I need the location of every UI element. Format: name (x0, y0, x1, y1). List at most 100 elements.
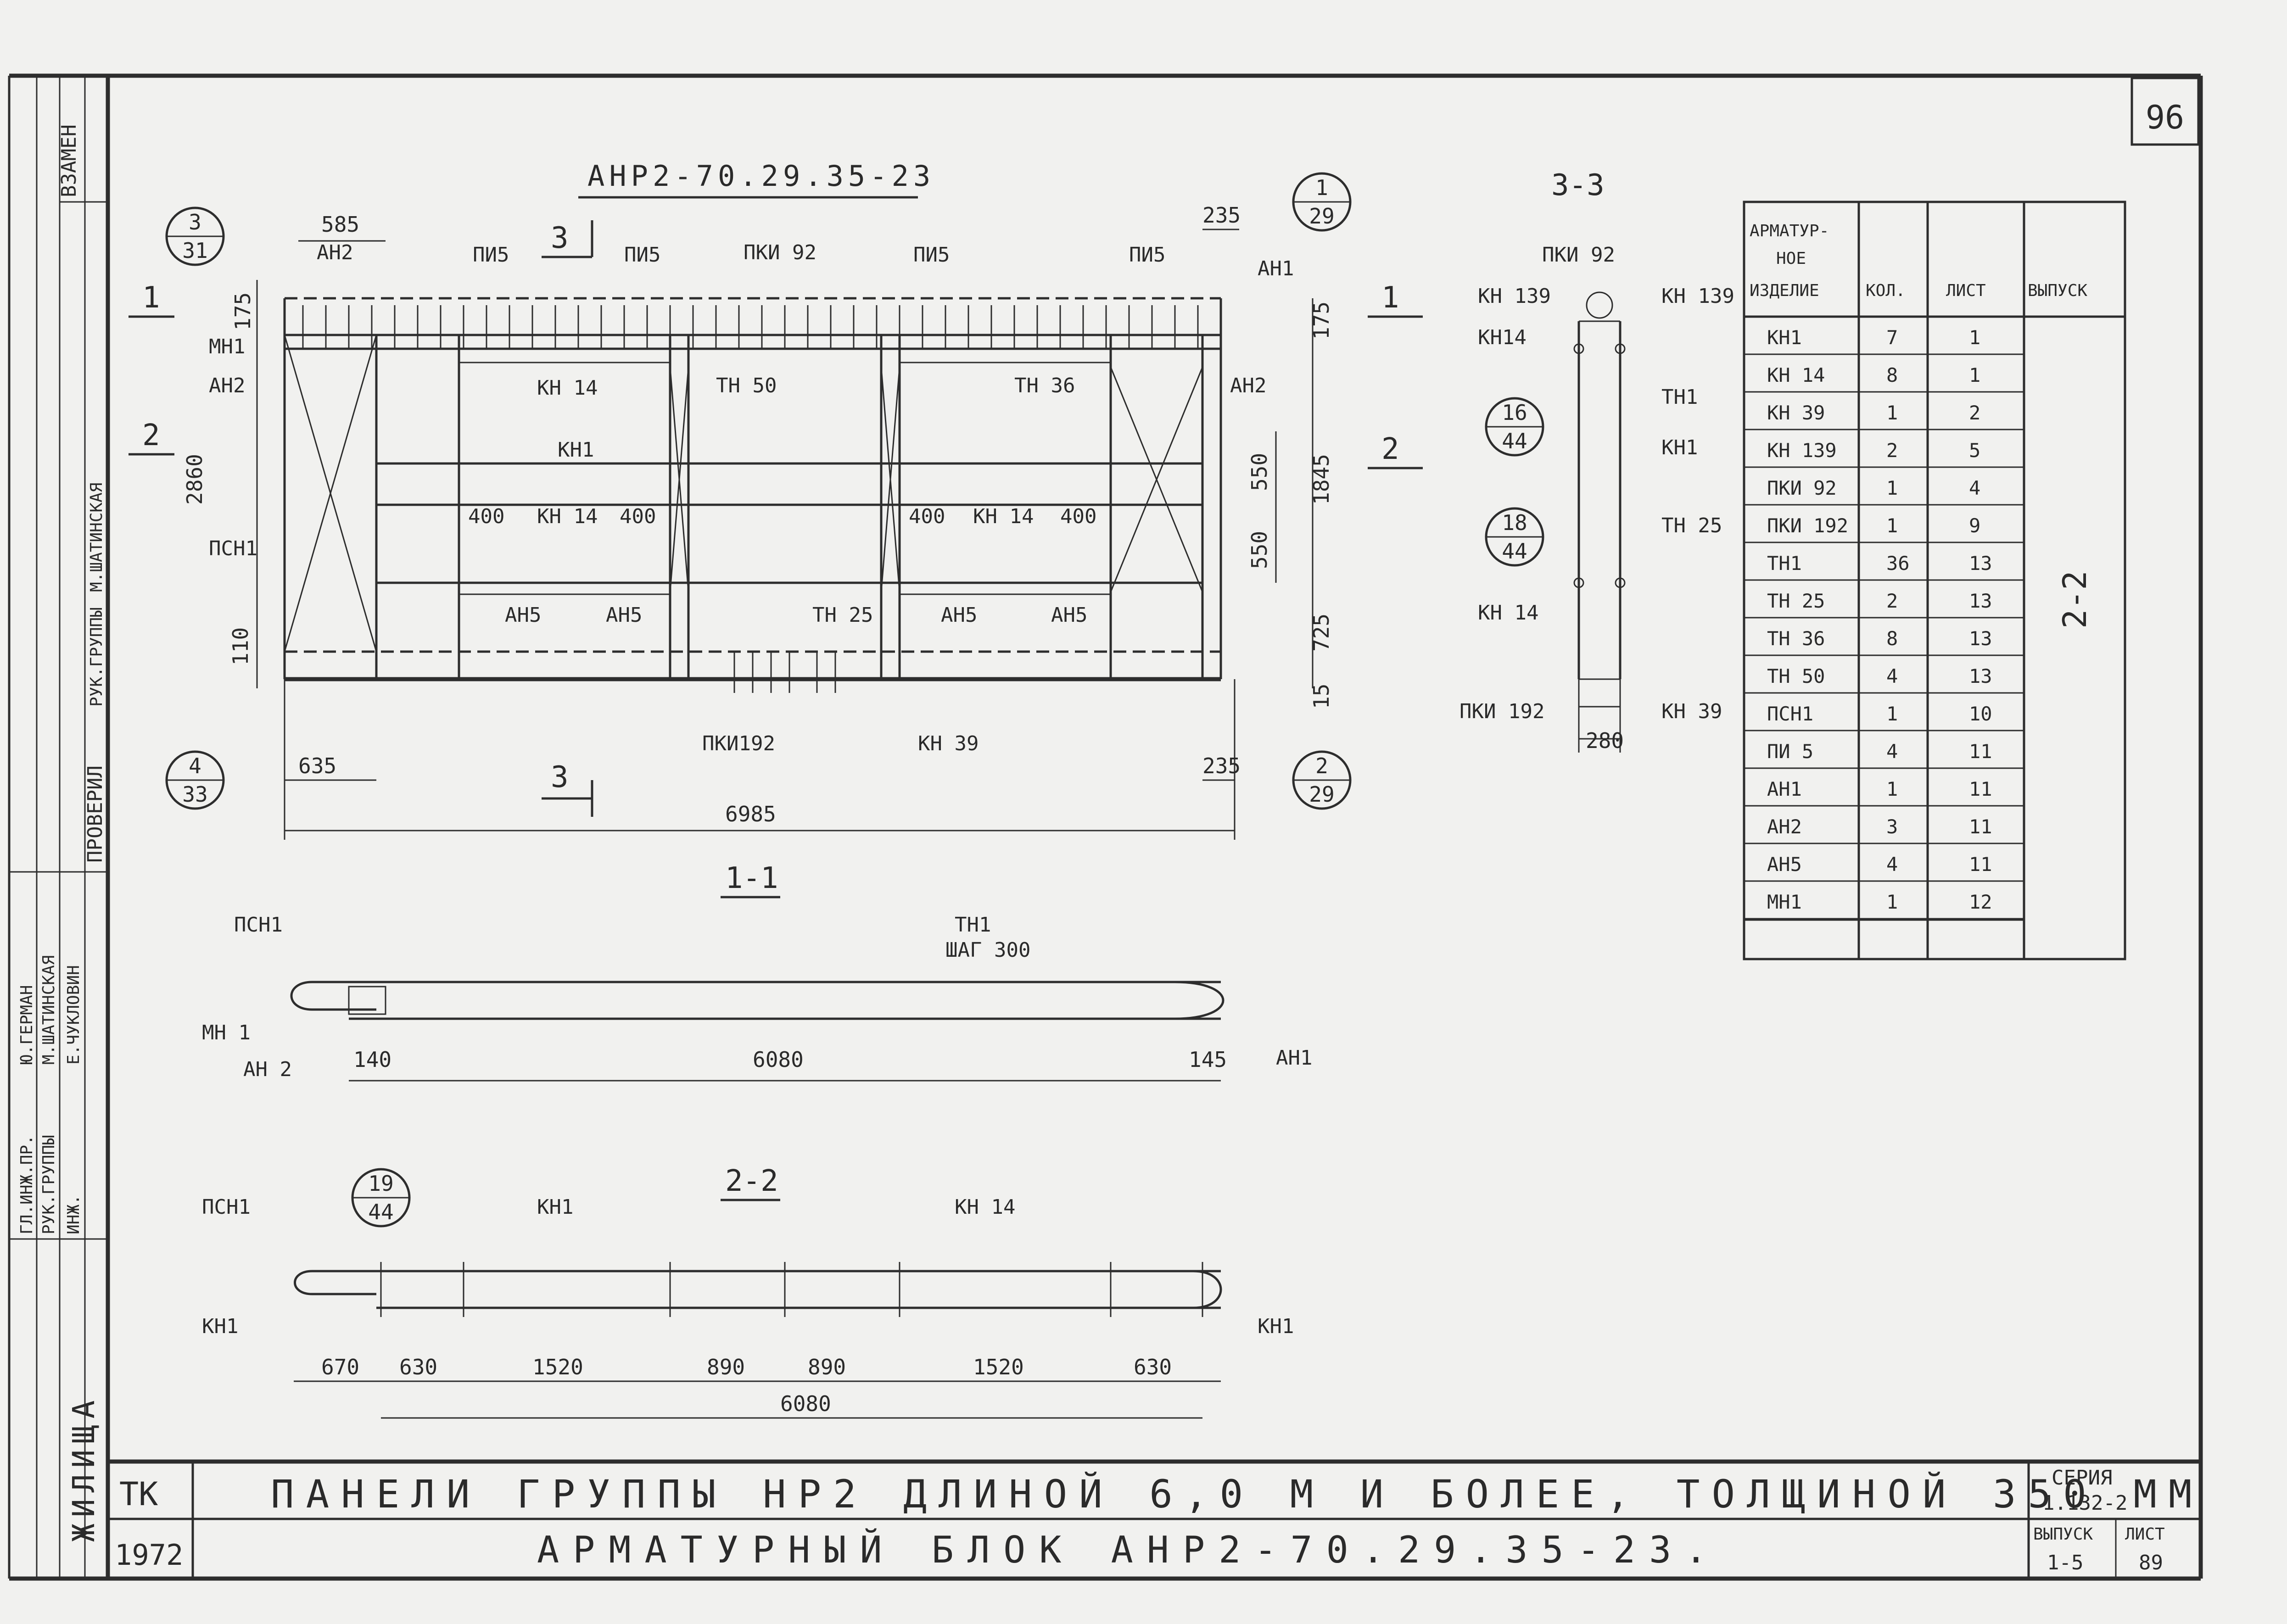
dim-635: 635 (298, 753, 336, 778)
label-psh1: ПСН1 (209, 537, 257, 560)
svg-text:44: 44 (1502, 429, 1527, 453)
dim-110: 110 (228, 627, 253, 665)
org-label: ТК (119, 1475, 158, 1513)
s33-label-kh14-bottom: КН 14 (1478, 601, 1538, 625)
s11-dim-145: 145 (1189, 1047, 1227, 1072)
dim-725: 725 (1309, 614, 1334, 652)
label-kh39: КН 39 (918, 732, 979, 755)
s22-label-psh1: ПСН1 (202, 1195, 251, 1219)
top-rungs (302, 305, 1199, 349)
title-line-1: ПАНЕЛИ ГРУППЫ НР2 ДЛИНОЙ 6,0 М И БОЛЕЕ, … (271, 1472, 2203, 1517)
callout-19-44: 19 44 (351, 1168, 411, 1228)
label-th25: ТН 25 (812, 603, 873, 627)
table-cell-qty: 4 (1886, 853, 1898, 876)
label-kh14-b: КН 14 (537, 505, 598, 528)
table-cell-qty: 7 (1886, 326, 1898, 349)
s33-label-pki192: ПКИ 192 (1459, 700, 1544, 723)
table-cell-qty: 3 (1886, 815, 1898, 838)
table-cell-item: КН 39 (1767, 402, 1825, 424)
label-pki192: ПКИ192 (702, 732, 775, 755)
section-2-2 (294, 1262, 1222, 1317)
dim-550-b: 550 (1247, 531, 1272, 569)
table-cell-sheet: 12 (1969, 891, 1992, 913)
th-item-1: АРМАТУР- (1750, 222, 1829, 240)
s33-label-pki92: ПКИ 92 (1542, 243, 1615, 267)
side-role-3: ИНЖ. (64, 1194, 83, 1234)
th-issue: ВЫПУСК (2028, 281, 2087, 300)
table-cell-qty: 8 (1886, 364, 1898, 386)
dim-585: 585 (321, 212, 359, 237)
dim-400-c: 400 (909, 505, 945, 528)
s33-label-th25: ТН 25 (1661, 514, 1722, 537)
table-cell-sheet: 1 (1969, 326, 1980, 349)
series-value: 1.132-2 (2042, 1491, 2127, 1515)
dim-2860: 2860 (182, 454, 207, 505)
label-kh1: КН1 (558, 438, 594, 462)
section-1-1-title: 1-1 (725, 861, 778, 895)
label-kh14-c: КН 14 (973, 505, 1034, 528)
table-cell-item: АН2 (1767, 815, 1802, 838)
table-cell-sheet: 2 (1969, 402, 1980, 424)
section-1-1 (290, 981, 1225, 1020)
label-ah2-top: АН2 (317, 241, 353, 264)
title-block (108, 1459, 2201, 1579)
svg-text:2: 2 (1315, 753, 1328, 778)
svg-text:33: 33 (182, 782, 207, 807)
s22-dim-2: 630 (399, 1355, 437, 1379)
table-cell-item: ПСН1 (1767, 703, 1813, 725)
svg-text:29: 29 (1309, 204, 1334, 229)
th-sheet: ЛИСТ (1946, 281, 1986, 300)
dim-400-b: 400 (620, 505, 656, 528)
table-cell-item: ПИ 5 (1767, 740, 1813, 763)
th-item-3: ИЗДЕЛИЕ (1750, 281, 1819, 300)
dim-15: 15 (1309, 684, 1334, 709)
s22-dim-total: 6080 (780, 1391, 831, 1416)
table-cell-item: ПКИ 92 (1767, 477, 1837, 499)
label-pi5-2: ПИ5 (624, 243, 660, 267)
list-label: ЛИСТ (2125, 1525, 2165, 1544)
s22-dim-7: 630 (1134, 1355, 1172, 1379)
table-cell-item: АН5 (1767, 853, 1802, 876)
svg-text:16: 16 (1502, 400, 1527, 425)
sheet-number: 96 (2146, 99, 2184, 136)
dim-550-a: 550 (1247, 453, 1272, 491)
th-qty: КОЛ. (1866, 281, 1906, 300)
svg-text:3: 3 (189, 210, 201, 234)
s22-label-kh1-right: КН1 (1258, 1315, 1294, 1338)
table-cell-item: КН 139 (1767, 439, 1837, 462)
callout-18-44: 18 44 (1485, 507, 1544, 567)
s11-label-th1: ТН1 (955, 913, 991, 937)
section-3-3 (1573, 291, 1626, 753)
label-pi5-1: ПИ5 (473, 243, 509, 267)
s33-label-kh14-top: КН14 (1478, 326, 1527, 349)
main-view-title: АНР2-70.29.35-23 (587, 159, 935, 193)
table-cell-item: ПКИ 192 (1767, 514, 1848, 537)
table-cell-sheet: 4 (1969, 477, 1980, 499)
table-cell-qty: 36 (1886, 552, 1910, 575)
side-role-2: РУК.ГРУППЫ (39, 1135, 58, 1234)
s33-label-th1: ТН1 (1661, 385, 1698, 409)
s11-label-ah2: АН 2 (243, 1058, 292, 1081)
section-3-3-title: 3-3 (1551, 168, 1605, 202)
issue-label: ВЫПУСК (2033, 1525, 2093, 1544)
label-mh1: МН1 (209, 335, 245, 358)
table-cell-item: КН 14 (1767, 364, 1825, 386)
s33-cut-1: 1 (1381, 281, 1399, 315)
cut-3-bottom: 3 (551, 760, 569, 794)
main-dimensions (256, 229, 1314, 840)
table-header: АРМАТУР- НОЕ ИЗДЕЛИЕ КОЛ. ЛИСТ ВЫПУСК (1750, 222, 2087, 300)
table-cell-sheet: 11 (1969, 853, 1992, 876)
s33-label-kh139-right: КН 139 (1661, 285, 1734, 308)
callout-4-33: 4 33 (165, 750, 225, 810)
dim-175-left: 175 (230, 292, 255, 330)
svg-text:1: 1 (1315, 175, 1328, 200)
s33-label-kh1: КН1 (1661, 436, 1698, 459)
list-value: 89 (2139, 1551, 2163, 1574)
label-ah2-right: АН2 (1230, 374, 1266, 397)
callout-2-29: 2 29 (1292, 750, 1352, 810)
table-cell-sheet: 11 (1969, 815, 1992, 838)
org-side: ЖИЛИЩА (66, 1394, 101, 1542)
